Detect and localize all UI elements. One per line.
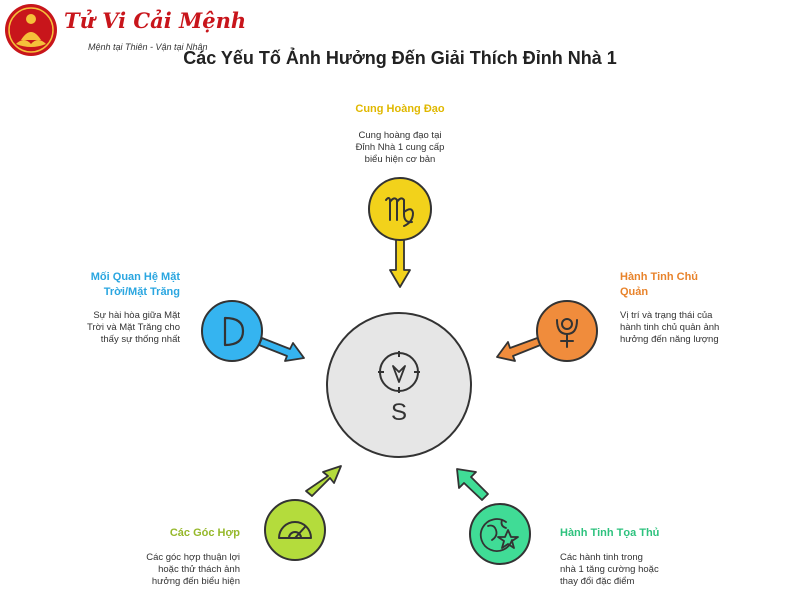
zodiac-node xyxy=(368,177,432,288)
half-moon-icon xyxy=(223,316,245,347)
ruler-node xyxy=(496,300,598,362)
page-title: Các Yếu Tố Ảnh Hưởng Đến Giải Thích Đỉnh… xyxy=(183,48,617,68)
brand-logo[interactable]: Tử Vi Cải Mệnh Mệnh tại Thiên - Vận tại … xyxy=(2,2,246,58)
aspects-node xyxy=(264,465,342,561)
planet-star-icon xyxy=(479,518,519,552)
sunmoon-label: Mối Quan Hệ Mặt Trời/Mặt Trăng xyxy=(90,271,180,298)
brand-slogan: Mệnh tại Thiên - Vận tại Nhân xyxy=(88,42,208,52)
occupant-desc: Các hành tinh trong nhà 1 tăng cường hoặ… xyxy=(560,552,659,587)
brand-name: Tử Vi Cải Mệnh xyxy=(64,8,247,33)
zodiac-label: Cung Hoàng Đạo xyxy=(355,103,445,115)
center-letter: S xyxy=(391,399,407,426)
virgo-icon xyxy=(385,197,414,227)
ruler-desc: Vị trí và trạng thái của hành tinh chủ q… xyxy=(620,310,720,345)
ruler-label: Hành Tinh Chủ Quản xyxy=(620,271,699,298)
sunmoon-node xyxy=(201,300,305,362)
protractor-icon xyxy=(278,521,312,539)
occupant-node xyxy=(456,468,531,565)
sunmoon-desc: Sự hài hòa giữa Mặt Trời và Mặt Trăng ch… xyxy=(87,310,180,345)
aspects-desc: Các góc hợp thuận lợi hoặc thử thách ảnh… xyxy=(146,552,240,587)
compass-icon xyxy=(378,351,420,393)
center-hub: S xyxy=(326,312,472,458)
occupant-label: Hành Tinh Tọa Thủ xyxy=(560,527,660,539)
zodiac-desc: Cung hoàng đạo tại Đỉnh Nhà 1 cung cấp b… xyxy=(355,130,445,165)
lotus-buddha-logo-icon xyxy=(5,4,57,56)
aspects-label: Các Góc Hợp xyxy=(169,527,240,539)
pluto-icon xyxy=(556,318,578,348)
